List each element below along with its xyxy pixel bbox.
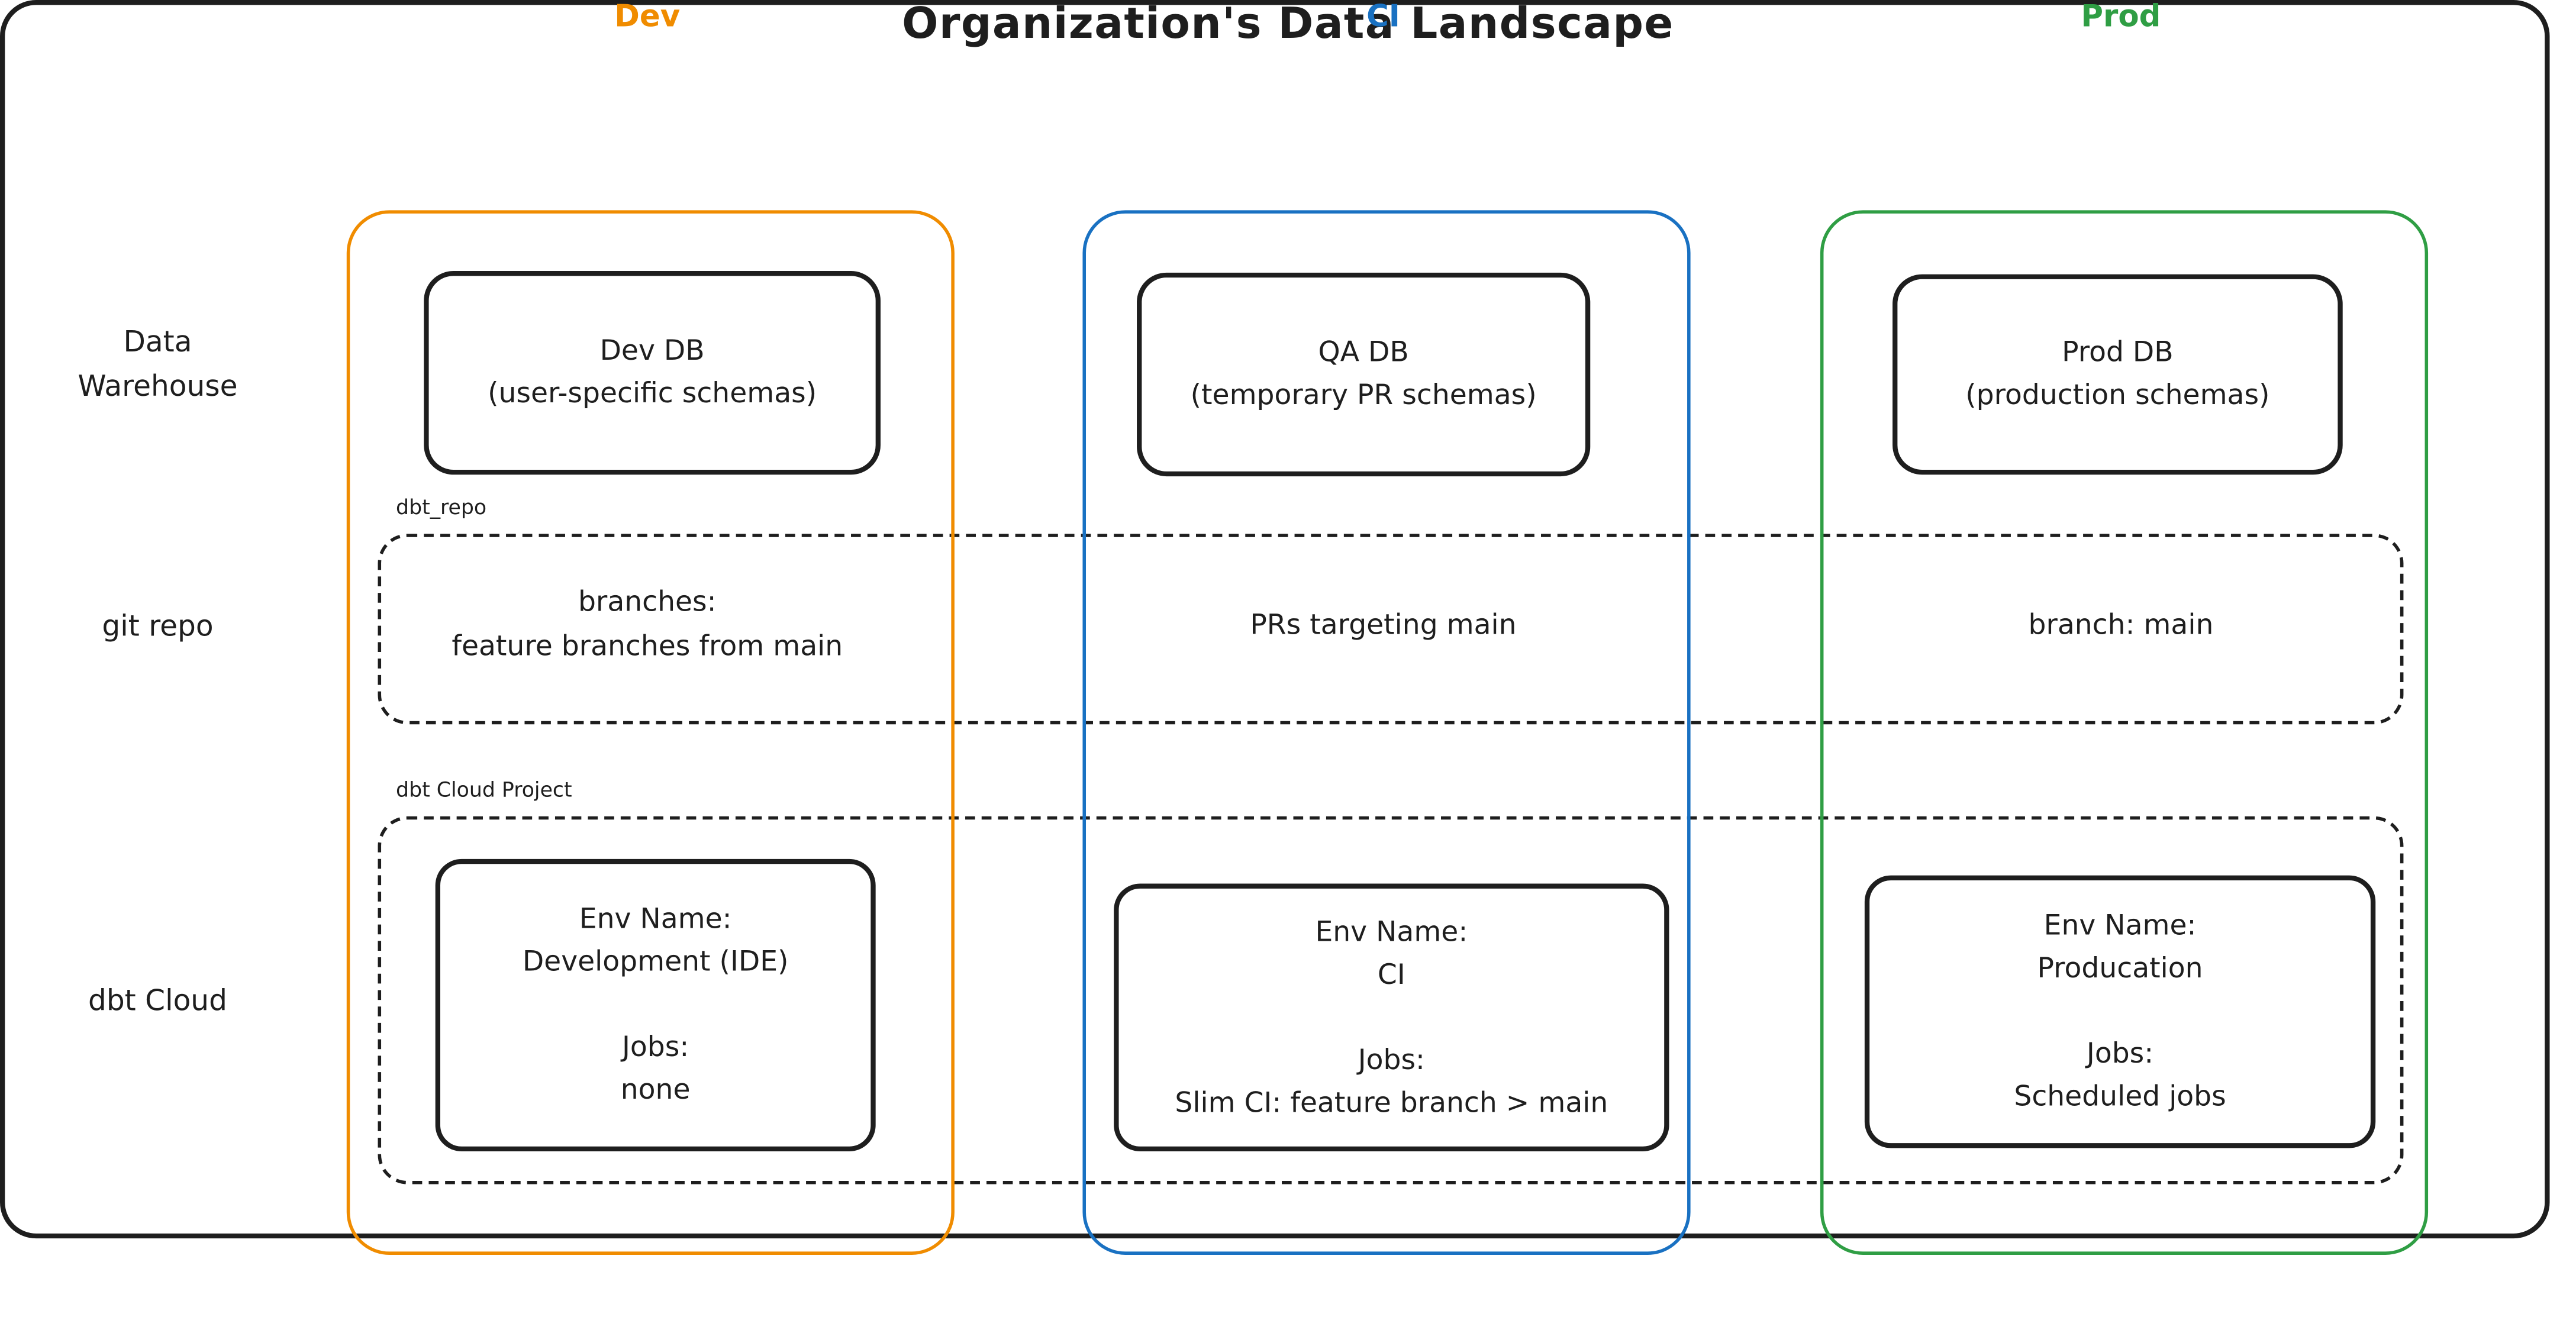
prod-jobs-label: Jobs:	[2086, 1038, 2154, 1071]
column-box-dev	[346, 210, 955, 1255]
prod-environment-box: Env Name: Producation Jobs: Scheduled jo…	[1864, 875, 2376, 1148]
prod-db-box: Prod DB (production schemas)	[1892, 274, 2343, 475]
ci-env-name-label: Env Name:	[1315, 915, 1468, 949]
qa-db-subtitle: (temporary PR schemas)	[1190, 379, 1537, 412]
ci-environment-box: Env Name: CI Jobs: Slim CI: feature bran…	[1114, 883, 1669, 1152]
dev-db-subtitle: (user-specific schemas)	[488, 377, 817, 411]
git-repo-prod-text: branch: main	[2028, 609, 2214, 643]
row-label-data-warehouse: Data Warehouse	[25, 322, 291, 411]
prod-env-name-label: Env Name:	[2043, 909, 2197, 943]
git-repo-ci-text: PRs targeting main	[1250, 609, 1517, 643]
git-repo-dashed-container	[378, 534, 2404, 725]
dev-jobs-value: none	[620, 1074, 691, 1108]
prod-env-name-value: Producation	[2037, 953, 2203, 986]
row-label-data-warehouse-line1: Data	[123, 327, 192, 360]
prod-db-subtitle: (production schemas)	[1965, 379, 2270, 412]
outer-frame	[0, 0, 2550, 1239]
column-header-prod: Prod	[2081, 0, 2161, 35]
dev-env-name-value: Development (IDE)	[522, 946, 789, 979]
dev-db-title: Dev DB	[599, 334, 705, 367]
git-repo-dev-line1: branches:	[578, 586, 717, 619]
diagram-title: Organization's Data Landscape	[902, 0, 1674, 50]
dev-db-box: Dev DB (user-specific schemas)	[424, 271, 881, 475]
dbt-repo-label: dbt_repo	[396, 494, 487, 519]
dbt-cloud-project-dashed-container	[378, 816, 2404, 1184]
ci-jobs-value: Slim CI: feature branch > main	[1175, 1086, 1608, 1119]
ci-env-name-value: CI	[1377, 958, 1405, 992]
column-box-ci	[1082, 210, 1691, 1255]
dev-env-name-label: Env Name:	[579, 903, 732, 937]
prod-db-title: Prod DB	[2062, 335, 2174, 369]
column-box-prod	[1820, 210, 2429, 1255]
column-header-dev: Dev	[614, 0, 681, 35]
ci-jobs-label: Jobs:	[1358, 1044, 1425, 1077]
git-repo-dev-text: branches: feature branches from main	[347, 582, 948, 670]
row-label-dbt-cloud: dbt Cloud	[88, 985, 227, 1019]
qa-db-box: QA DB (temporary PR schemas)	[1137, 272, 1591, 477]
dev-jobs-label: Jobs:	[622, 1031, 689, 1064]
row-label-data-warehouse-line2: Warehouse	[78, 371, 238, 404]
qa-db-title: QA DB	[1318, 335, 1409, 369]
git-repo-dev-line2: feature branches from main	[452, 631, 843, 664]
dbt-cloud-project-label: dbt Cloud Project	[396, 777, 572, 802]
column-header-ci: CI	[1366, 0, 1400, 35]
prod-jobs-value: Scheduled jobs	[2014, 1080, 2226, 1114]
dev-environment-box: Env Name: Development (IDE) Jobs: none	[435, 858, 876, 1152]
row-label-git-repo: git repo	[102, 611, 214, 644]
